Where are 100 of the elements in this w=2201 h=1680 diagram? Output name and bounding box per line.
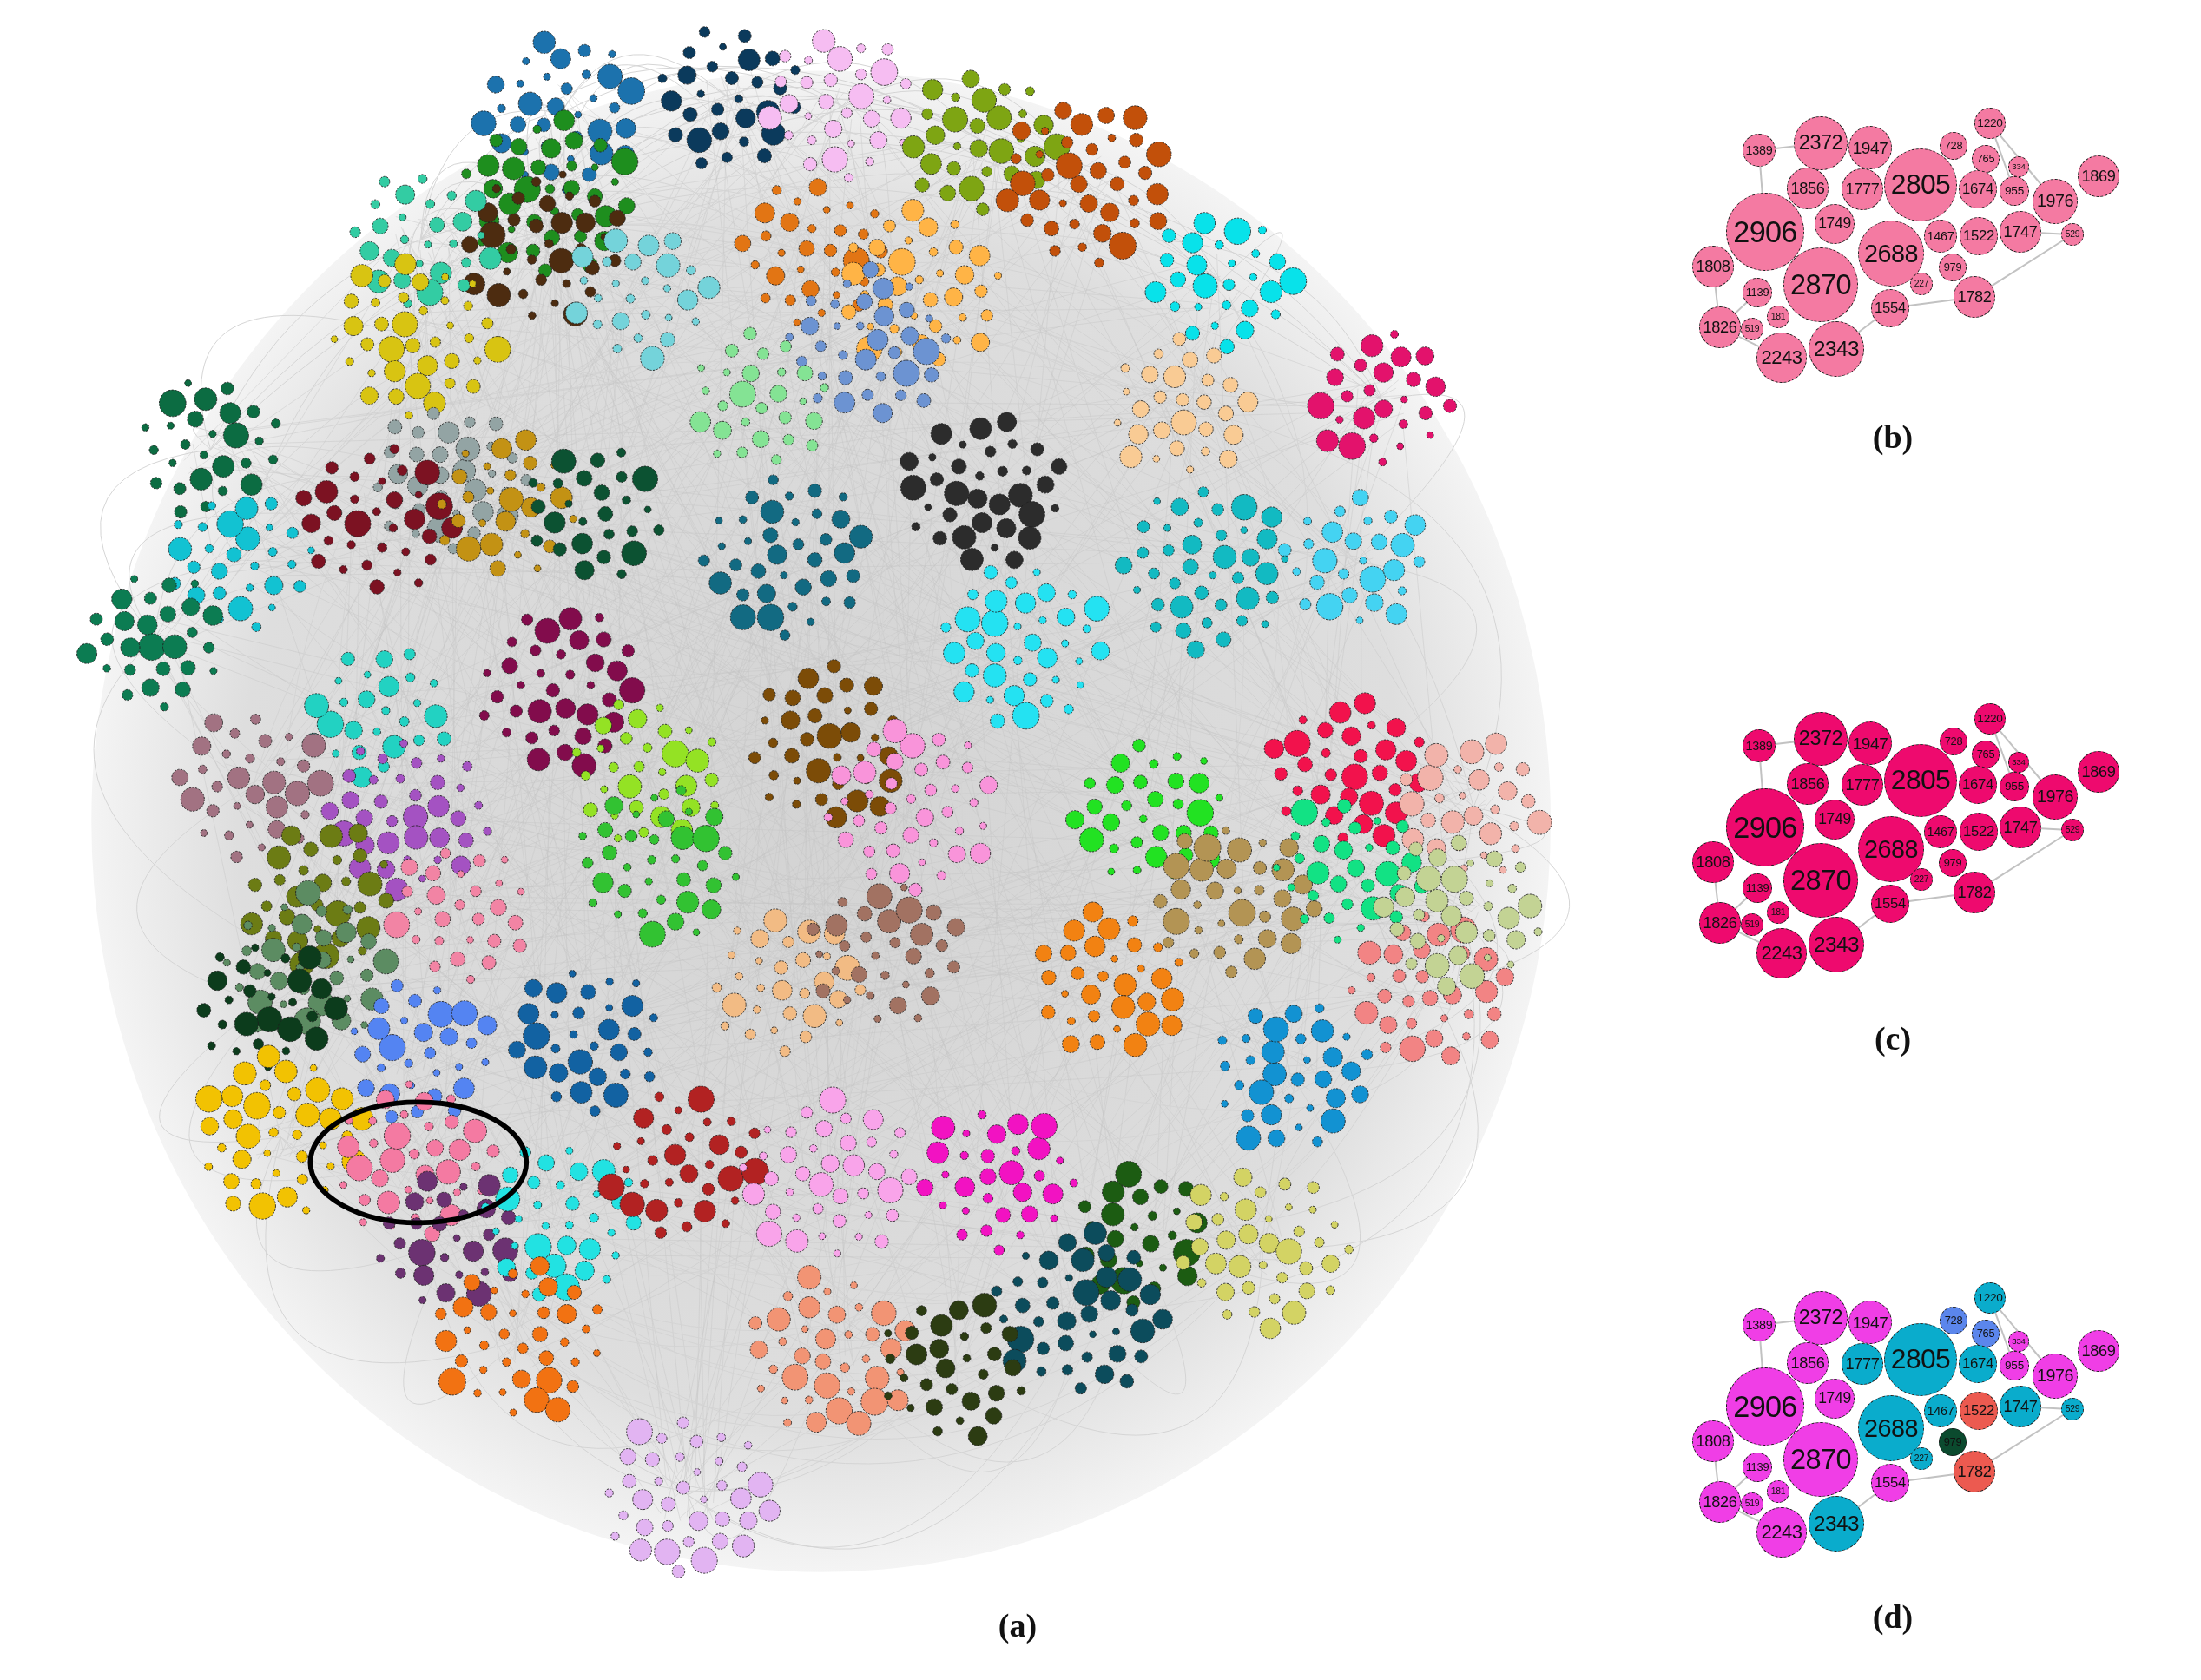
network-node: 519	[1741, 1492, 1763, 1515]
network-node: 1522	[1960, 217, 1998, 255]
network-node: 1856	[1787, 168, 1829, 209]
network-node: 765	[1972, 1320, 2000, 1347]
edge-line	[1991, 835, 2064, 883]
network-node: 1467	[1924, 815, 1957, 848]
network-node: 1674	[1959, 1345, 1997, 1383]
network-node: 2372	[1794, 116, 1848, 170]
network-node: 1976	[2033, 1354, 2078, 1399]
network-node: 1139	[1743, 278, 1772, 307]
network-node: 728	[1940, 728, 1967, 755]
network-node: 1808	[1692, 1420, 1734, 1462]
network-node: 1139	[1743, 1453, 1772, 1482]
network-node: 519	[1741, 913, 1763, 936]
edge-line	[1999, 729, 2042, 781]
network-node: 1522	[1960, 813, 1998, 851]
network-node: 1869	[2078, 1330, 2119, 1372]
network-node: 2243	[1756, 333, 1807, 383]
network-node: 1782	[1954, 276, 1995, 318]
network-node: 1747	[2000, 1386, 2041, 1427]
network-node: 1467	[1924, 220, 1957, 253]
network-node: 1856	[1787, 1342, 1829, 1384]
edge-line	[1759, 761, 1763, 790]
network-node: 1220	[1974, 108, 2006, 139]
edge-line	[1994, 136, 2011, 178]
network-node: 227	[1910, 868, 1933, 891]
network-node: 1826	[1699, 902, 1741, 944]
edge-line	[2040, 827, 2062, 831]
edge-line	[1714, 881, 1719, 904]
network-node: 1777	[1842, 1343, 1883, 1385]
network-node: 1674	[1959, 170, 1997, 208]
network-node: 1869	[2078, 155, 2119, 197]
network-node: 227	[1910, 1447, 1933, 1470]
network-node: 1856	[1787, 763, 1829, 805]
network-node: 2343	[1809, 1496, 1864, 1552]
edge-line	[1759, 1340, 1763, 1369]
network-node: 955	[2000, 1351, 2029, 1380]
panel-label: (b)	[1872, 420, 1914, 453]
network-node: 979	[1939, 849, 1967, 877]
network-node: 728	[1940, 132, 1967, 160]
network-node: 1554	[1871, 1464, 1909, 1502]
network-node: 1869	[2078, 751, 2119, 793]
network-node: 765	[1972, 741, 2000, 768]
edge-line	[1857, 914, 1876, 929]
panel-label: (c)	[1874, 1022, 1912, 1055]
edge-line	[1759, 165, 1763, 194]
network-node: 1777	[1842, 168, 1883, 210]
edge-line	[1737, 335, 1760, 348]
network-node: 1947	[1848, 721, 1892, 765]
network-node: 1976	[2033, 179, 2078, 224]
network-node: 227	[1910, 273, 1933, 295]
edge-line	[1999, 1308, 2042, 1360]
network-node: 1808	[1692, 841, 1734, 883]
panel-label: (d)	[1872, 1600, 1914, 1633]
network-node: 1947	[1848, 126, 1892, 169]
panel-label: (a)	[998, 1609, 1038, 1642]
edge-line	[1994, 732, 2011, 774]
network-node: 1389	[1743, 134, 1776, 167]
edge-line	[1991, 1414, 2064, 1462]
network-node: 529	[2061, 819, 2084, 841]
network-node: 181	[1767, 1480, 1789, 1503]
network-node: 1747	[2000, 807, 2041, 848]
edge-line	[1714, 1460, 1719, 1483]
network-node: 2805	[1884, 148, 1957, 221]
edge-line	[1714, 286, 1719, 308]
network-node: 1749	[1815, 1379, 1855, 1419]
network-node: 2343	[1809, 321, 1864, 377]
network-node: 1389	[1743, 1308, 1776, 1341]
edge-line	[1734, 1476, 1748, 1489]
edge-line	[1994, 1311, 2011, 1353]
network-node: 529	[2061, 223, 2084, 246]
edge-line	[1857, 319, 1876, 333]
network-node: 1947	[1848, 1301, 1892, 1344]
network-node: 1220	[1974, 1282, 2006, 1314]
edge-line	[1774, 145, 1796, 149]
network-node: 2805	[1884, 1323, 1957, 1396]
edge-line	[1857, 1493, 1876, 1508]
edge-line	[1991, 240, 2064, 287]
network-node: 1389	[1743, 729, 1776, 762]
edge-line	[1908, 299, 1955, 307]
network-node: 728	[1940, 1307, 1967, 1334]
network-node: 1467	[1924, 1394, 1957, 1427]
edge-line	[2040, 232, 2062, 235]
edge-line	[1774, 1320, 1796, 1324]
network-node: 1782	[1954, 872, 1995, 913]
edge-line	[1737, 1510, 1760, 1523]
network-node: 181	[1767, 306, 1789, 328]
network-node: 2343	[1809, 917, 1864, 972]
network-node: 955	[2000, 176, 2029, 206]
network-node: 2243	[1756, 928, 1807, 978]
edge-line	[2040, 1407, 2062, 1410]
edge-line	[1734, 897, 1748, 910]
network-node: 519	[1741, 318, 1763, 340]
network-node: 2372	[1794, 1291, 1848, 1345]
network-node: 2372	[1794, 712, 1848, 766]
network-node: 1976	[2033, 774, 2078, 820]
edge-line	[1734, 301, 1748, 314]
network-node: 334	[2008, 1331, 2029, 1352]
network-node: 1826	[1699, 1481, 1741, 1523]
network-node: 334	[2008, 156, 2029, 177]
